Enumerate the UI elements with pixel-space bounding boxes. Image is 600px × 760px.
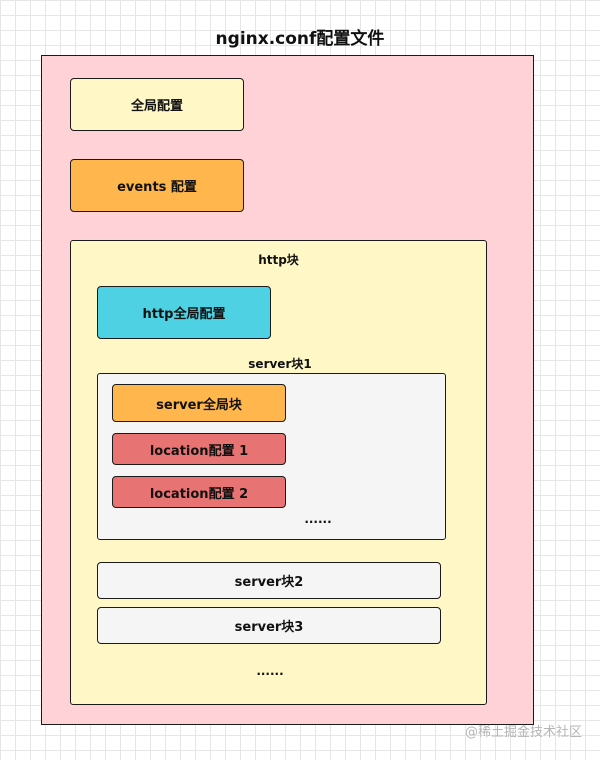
location-config-2-label: location配置 2	[149, 486, 249, 502]
diagram-title: nginx.conf配置文件	[215, 29, 385, 49]
server-block-1-ellipsis: ......	[304, 512, 332, 526]
server-block-2-box: server块2	[97, 562, 441, 599]
server-block-3-label: server块3	[234, 620, 304, 635]
watermark: @稀土掘金技术社区	[464, 725, 582, 740]
http-global-config-label: http全局配置	[142, 307, 226, 322]
server-block-2-label: server块2	[234, 575, 304, 590]
location-config-1-box: location配置 1	[112, 433, 286, 465]
http-global-config-box: http全局配置	[97, 286, 271, 339]
server-block-3-box: server块3	[97, 607, 441, 644]
http-block-ellipsis: ......	[256, 664, 284, 678]
server-global-label: server全局块	[156, 397, 242, 413]
events-config-box: events 配置	[70, 159, 244, 212]
server-global-box: server全局块	[112, 384, 286, 422]
server-block-1-label: server块1	[248, 357, 312, 371]
events-config-label: events 配置	[117, 180, 197, 195]
location-config-1-label: location配置 1	[149, 443, 249, 459]
global-config-label: 全局配置	[130, 99, 183, 114]
http-block-label: http块	[258, 253, 299, 267]
global-config-box: 全局配置	[70, 78, 244, 131]
location-config-2-box: location配置 2	[112, 476, 286, 508]
